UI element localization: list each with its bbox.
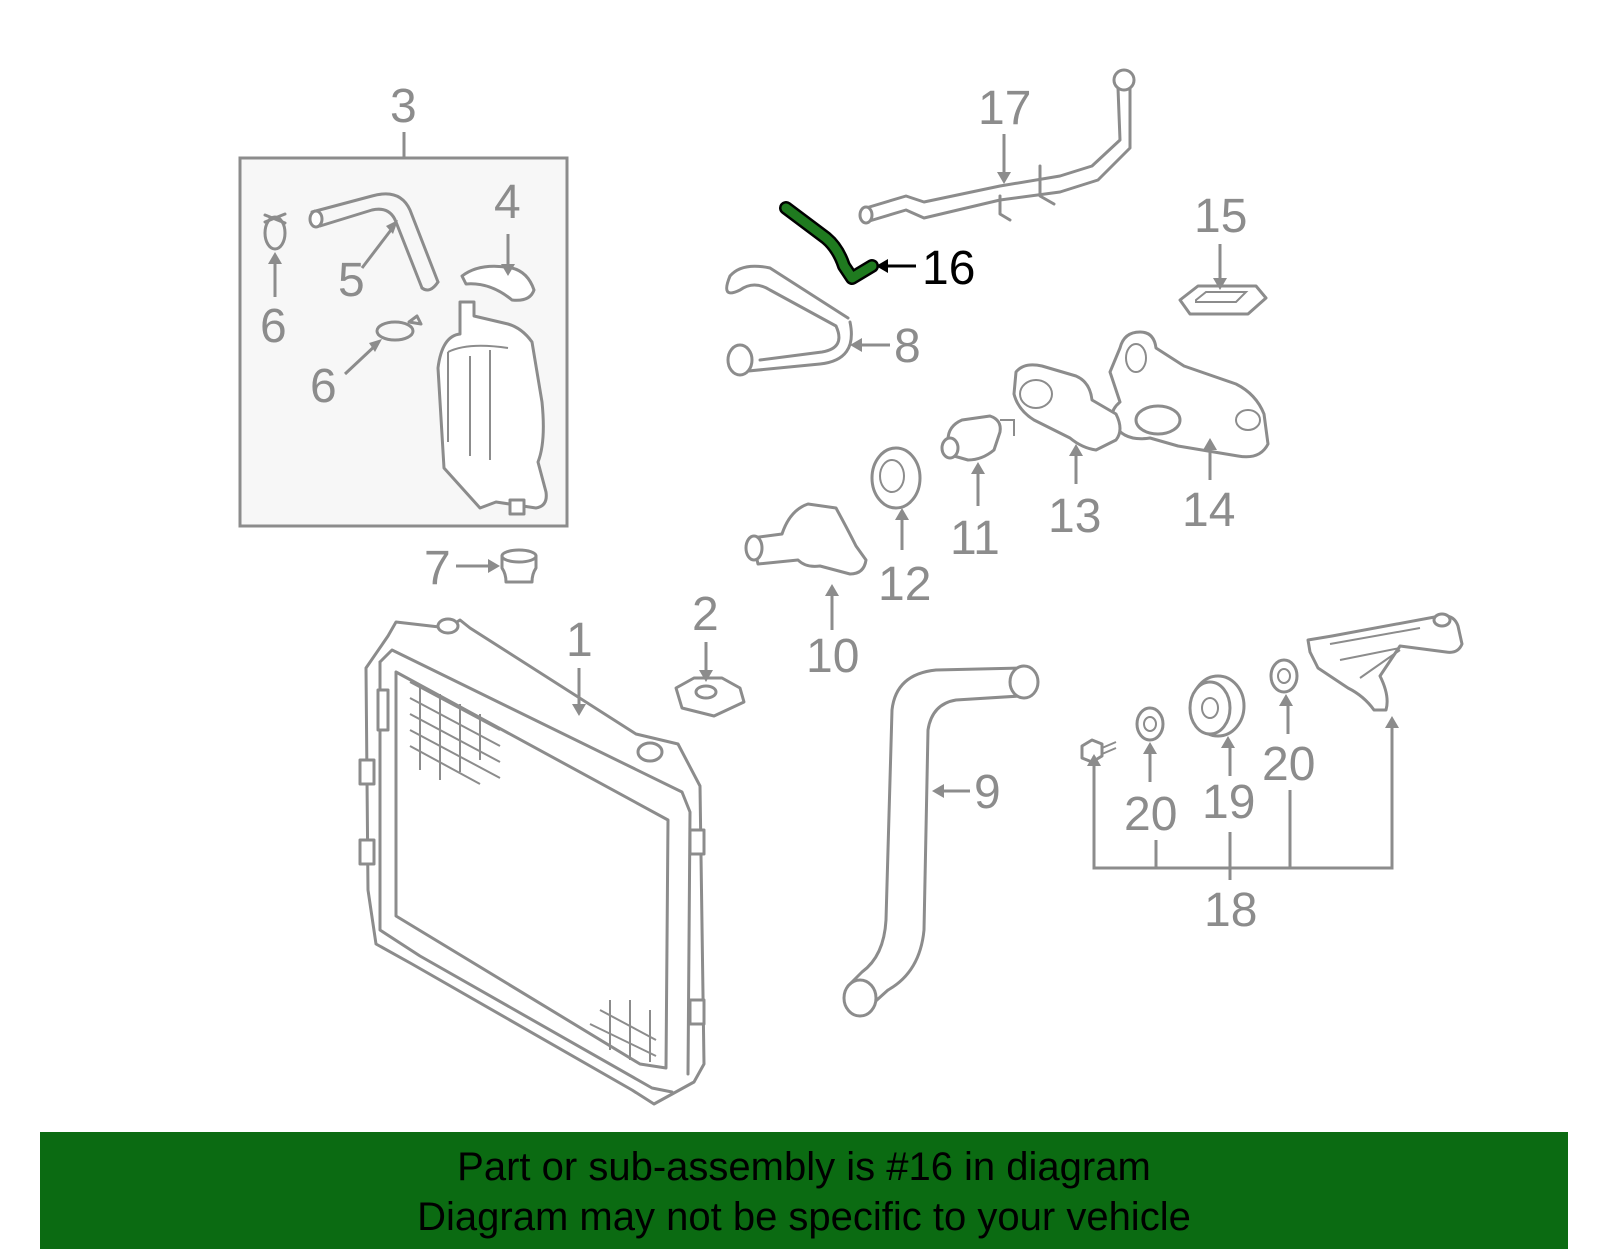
- callout-16: 16: [922, 242, 975, 295]
- callout-19: 19: [1202, 776, 1255, 829]
- banner-line-1: Part or sub-assembly is #16 in diagram: [457, 1145, 1151, 1189]
- bracket-part-18: [1306, 612, 1464, 712]
- leader-lines-18-19-20: [1087, 694, 1399, 880]
- sensor-part-11: [940, 414, 1015, 506]
- hose-clamp-part-6-upper: [263, 212, 287, 297]
- banner-line-2: Diagram may not be specific to your vehi…: [417, 1195, 1191, 1239]
- callout-18: 18: [1204, 884, 1257, 937]
- hose-clamp-part-6-lower: [343, 314, 423, 376]
- callout-20: 20: [1124, 788, 1177, 841]
- washer-part-20-left: [1135, 706, 1165, 742]
- callout-7: 7: [424, 542, 451, 595]
- callout-labels: 3 4 5 6 6 7 1 2 8 9 10 11 12 13 14 15 16…: [260, 80, 1315, 937]
- reservoir-cap-part-4: [460, 234, 536, 302]
- water-pipe-part-17: [858, 68, 1136, 225]
- callout-12: 12: [878, 558, 931, 611]
- radiator-cap-part-2: [674, 642, 746, 718]
- coolant-reservoir-tank: [436, 300, 548, 516]
- idler-pulley-part-19: [1188, 674, 1246, 738]
- highlighted-part-16: [779, 201, 916, 285]
- callout-10: 10: [806, 630, 859, 683]
- hose-part-5: [308, 192, 440, 292]
- hose-part-9: [842, 664, 1040, 1018]
- callout-1: 1: [566, 614, 593, 667]
- info-banner: Part or sub-assembly is #16 in diagram D…: [40, 1132, 1568, 1249]
- thermostat-housing-part-13: [1012, 363, 1122, 484]
- part-7-grommet: [456, 548, 538, 584]
- callout-20: 20: [1262, 738, 1315, 791]
- callout-13: 13: [1048, 490, 1101, 543]
- water-inlet-part-10: [744, 502, 868, 630]
- water-outlet-housing-part-14: [1108, 330, 1270, 480]
- callout-14: 14: [1182, 484, 1235, 537]
- callout-17: 17: [978, 82, 1031, 135]
- callout-9: 9: [974, 766, 1001, 819]
- callout-8: 8: [894, 320, 921, 373]
- callout-15: 15: [1194, 190, 1247, 243]
- radiator-part-1: [358, 617, 706, 1106]
- callout-6: 6: [260, 300, 287, 353]
- callout-3: 3: [390, 80, 417, 133]
- callout-6: 6: [310, 360, 337, 413]
- callout-5: 5: [338, 254, 365, 307]
- callout-4: 4: [494, 176, 521, 229]
- gasket-part-15: [1178, 244, 1268, 316]
- hose-part-8: [725, 264, 890, 377]
- bolt: [1080, 738, 1117, 764]
- washer-part-20-right: [1269, 658, 1299, 694]
- callout-11: 11: [950, 512, 1000, 565]
- callout-2: 2: [692, 588, 719, 641]
- seal-part-12: [870, 446, 922, 550]
